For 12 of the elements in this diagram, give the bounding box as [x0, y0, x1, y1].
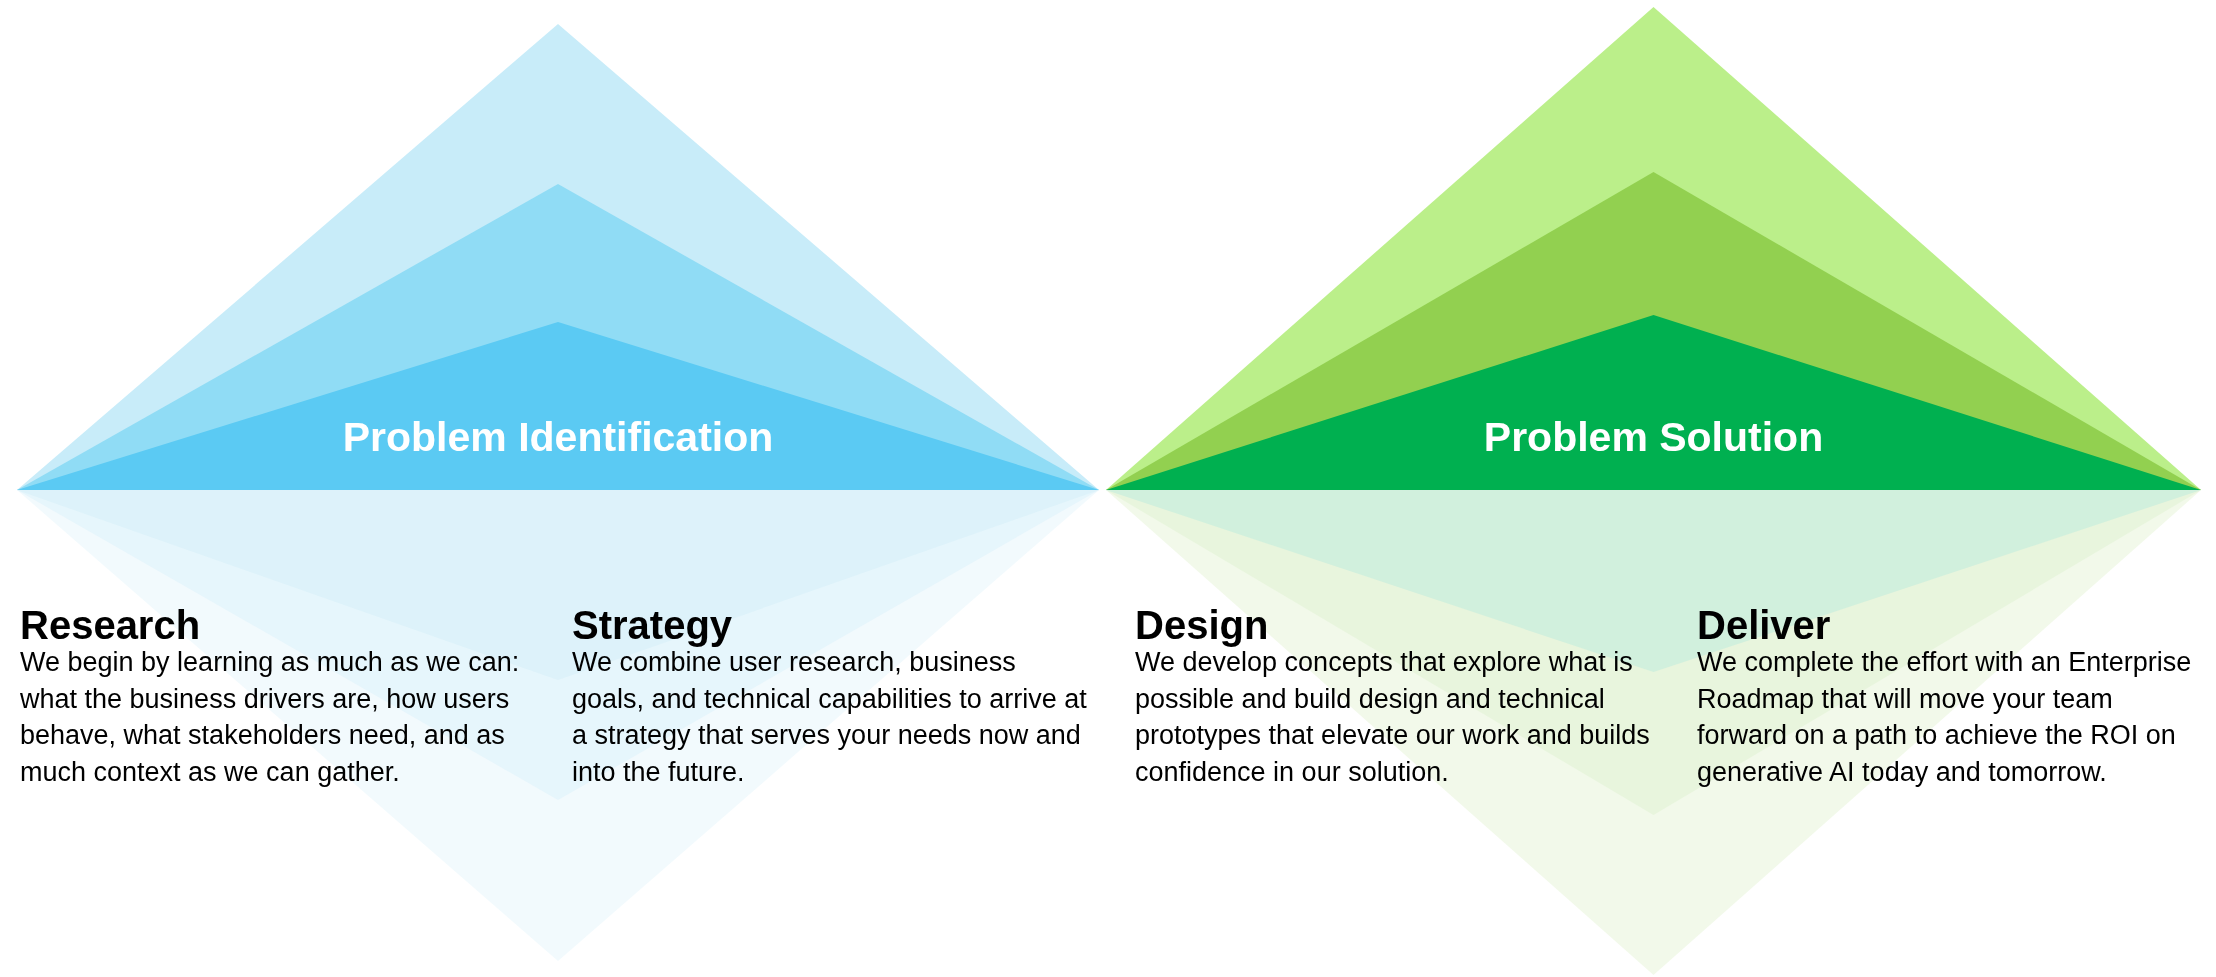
diamond-title: Problem Identification — [342, 413, 774, 461]
section-description: We complete the effort with an Enterprise Roadmap that will move your team forward on a path to achieve the ROI on generative AI today and tomorrow. — [1697, 646, 2193, 789]
section-description: We develop concepts that explore what is possible and build design and technical prototypes that elevate our work and builds confidence in our solution. — [1135, 647, 1651, 789]
layered-diamond — [1106, 7, 2201, 975]
section-description: We combine user research, business goals, and technical capabilities to arrive at a strategy that serves your needs now and into the future. — [572, 647, 1088, 789]
section-heading: Research — [20, 603, 201, 648]
section-heading: Design — [1135, 603, 1269, 648]
section-heading: Strategy — [572, 603, 733, 648]
section-description: We begin by learning as much as we can: what the business drivers are, how users behave, what stakeholders need, and as much context as we can gather. — [20, 646, 521, 789]
diamond-title: Problem Solution — [1483, 413, 1824, 461]
section-heading: Deliver — [1697, 603, 1831, 648]
layered-diamond — [17, 24, 1099, 961]
